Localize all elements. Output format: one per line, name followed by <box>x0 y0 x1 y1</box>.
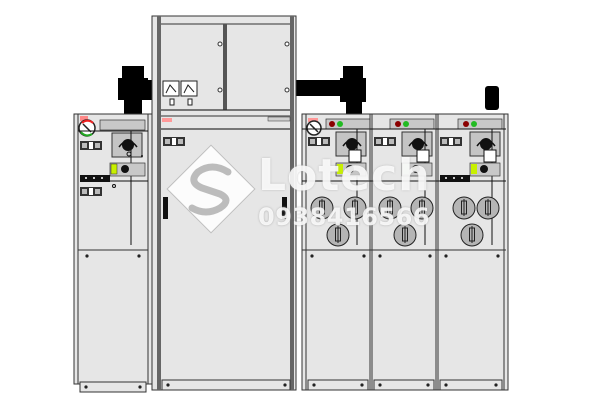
cabinet-3 <box>301 113 373 391</box>
busbar-connector-right <box>296 66 366 114</box>
analog-meter-1 <box>162 80 180 106</box>
busbar-connector-left <box>118 66 155 114</box>
cabinet-4 <box>369 113 439 391</box>
cable-terminal-top-right <box>485 86 499 110</box>
cabinet-5 <box>435 113 509 391</box>
watermark-logo-icon <box>166 144 256 234</box>
dial-indicator <box>78 119 96 137</box>
analog-meter-2 <box>180 80 198 106</box>
cabinet-1 <box>73 113 153 393</box>
